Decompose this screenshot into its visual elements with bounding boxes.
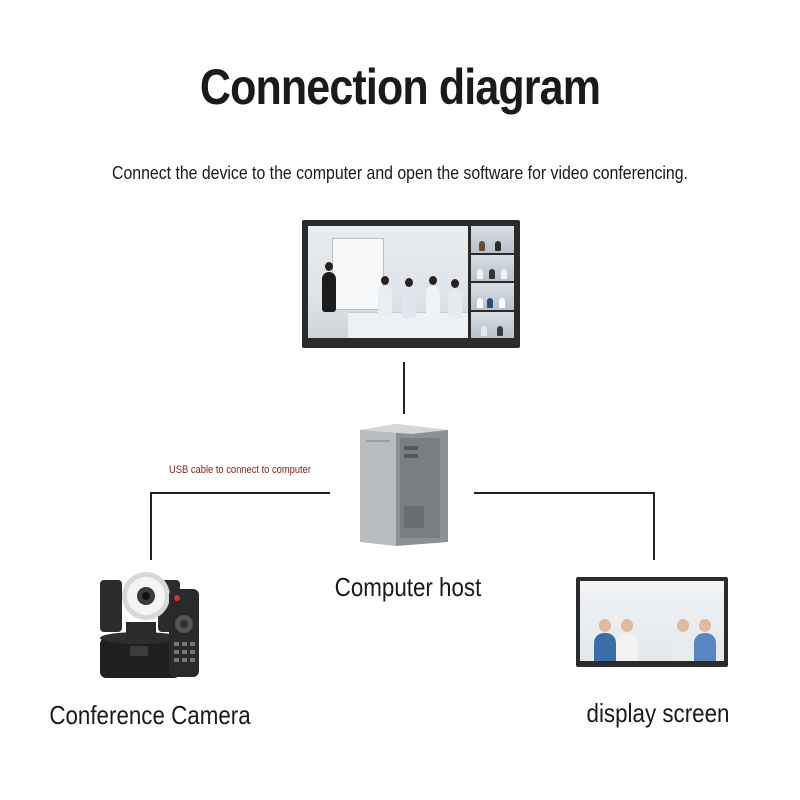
video-tile <box>471 226 514 253</box>
attendee-figure <box>402 278 416 318</box>
person-figure <box>694 619 716 661</box>
video-tile <box>471 311 514 338</box>
conference-monitor-icon <box>302 220 520 348</box>
usb-cable-label: USB cable to connect to computer <box>169 464 311 476</box>
attendee-figure <box>378 276 392 316</box>
person-figure <box>594 619 616 661</box>
computer-host-label: Computer host <box>334 572 482 602</box>
connector-line-usb-vertical <box>150 492 152 560</box>
video-tile <box>471 254 514 281</box>
computer-tower-icon <box>360 424 448 546</box>
attendee-figure <box>448 279 462 319</box>
person-figure <box>616 619 638 661</box>
connector-line-usb-horizontal <box>150 492 330 494</box>
remote-control-icon <box>169 589 199 677</box>
display-screen-label: display screen <box>586 698 730 728</box>
presenter-figure <box>322 262 336 312</box>
display-screen-icon <box>576 577 728 667</box>
connector-line-display-vertical <box>653 492 655 560</box>
monitor-main-view <box>308 226 468 338</box>
connector-line-monitor <box>403 362 405 414</box>
page-subtitle: Connect the device to the computer and o… <box>112 163 688 183</box>
connector-line-display-horizontal <box>474 492 654 494</box>
whiteboard <box>332 238 384 310</box>
video-tile <box>471 283 514 310</box>
display-screen-view <box>580 581 724 661</box>
person-figure <box>672 619 694 661</box>
page-title: Connection diagram <box>199 59 601 115</box>
attendee-figure <box>426 276 440 316</box>
monitor-thumbnails <box>471 226 514 338</box>
conference-camera-label: Conference Camera <box>49 700 251 730</box>
